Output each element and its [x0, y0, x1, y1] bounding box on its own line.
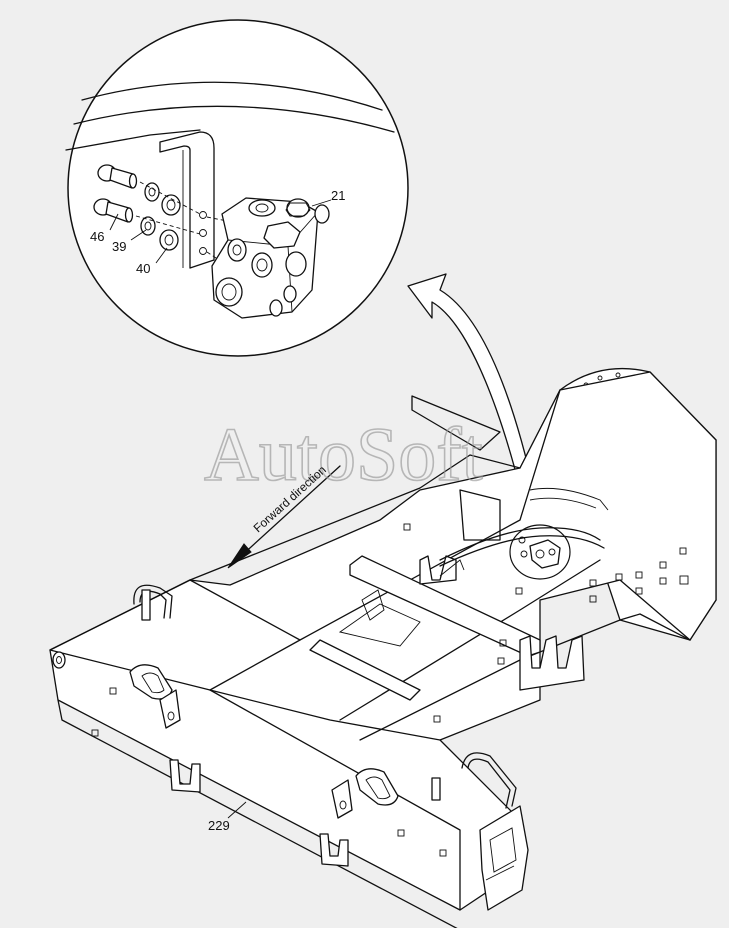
bolt-46	[93, 164, 138, 223]
callout-21: 21	[331, 188, 345, 203]
watermark-text: AutoSoft	[204, 413, 483, 497]
valve-block-21	[211, 197, 330, 319]
callout-40: 40	[136, 261, 150, 276]
washer-40	[159, 194, 181, 251]
callout-46: 46	[90, 229, 104, 244]
frame-assembly-229	[49, 367, 717, 928]
forward-direction-arrow	[227, 465, 341, 569]
washer-39	[140, 182, 160, 236]
callout-39: 39	[112, 239, 126, 254]
callout-229: 229	[208, 818, 230, 833]
detail-view	[65, 19, 409, 357]
